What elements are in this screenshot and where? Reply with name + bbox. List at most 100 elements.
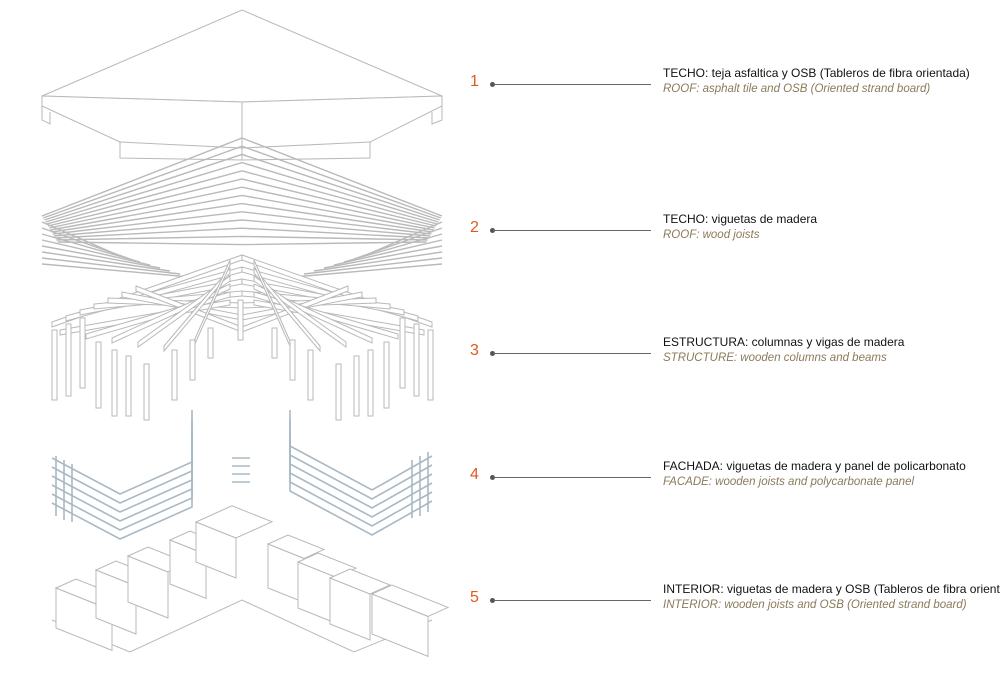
joist-line — [50, 194, 434, 231]
leader-dot — [490, 351, 495, 356]
joist-line — [45, 161, 439, 223]
callout-layer-4: 4 FACHADA: viguetas de madera y panel de… — [470, 459, 990, 499]
joist-line — [41, 257, 181, 275]
column — [271, 327, 278, 359]
facade-slat — [289, 455, 433, 536]
interior-block — [296, 552, 358, 578]
callout-layer-3: 3 ESTRUCTURA: columnas y vigas de madera… — [470, 335, 990, 375]
interior-blocks — [51, 505, 450, 658]
leader-dot — [490, 475, 495, 480]
joist-line — [293, 263, 443, 278]
layer-number: 2 — [470, 219, 479, 236]
joist-line — [56, 235, 428, 241]
callout-layer-1: 1 TECHO: teja asfaltica y OSB (Tableros … — [470, 66, 990, 106]
column — [95, 341, 102, 409]
joist-line — [41, 251, 171, 272]
facade-slat — [51, 410, 193, 495]
leader-dot — [490, 228, 495, 233]
column — [51, 329, 58, 401]
column — [111, 349, 118, 417]
column — [427, 329, 434, 401]
layer-number: 4 — [470, 466, 479, 483]
joist-line — [52, 211, 432, 235]
column — [237, 299, 244, 341]
interior-block — [328, 568, 392, 595]
layer-number: 5 — [470, 589, 479, 606]
joist-line — [44, 153, 440, 221]
facade-slat — [51, 419, 193, 504]
facade-slat — [289, 419, 433, 500]
label-english: ROOF: wood joists — [663, 229, 760, 241]
joist-line — [41, 239, 151, 266]
leader-dot — [490, 82, 495, 87]
joist-line — [55, 227, 429, 239]
joist-line — [51, 202, 433, 233]
joist-line — [343, 233, 443, 263]
joist-line — [53, 219, 431, 237]
column — [353, 355, 360, 417]
joist-line — [57, 241, 427, 246]
label-spanish: ESTRUCTURA: columnas y vigas de madera — [663, 335, 905, 349]
joist-line — [42, 145, 442, 219]
column — [143, 363, 150, 421]
joist-line — [323, 245, 443, 269]
structure-frame — [51, 254, 434, 421]
exploded-axonometric-drawing — [41, 9, 450, 658]
joist-line — [41, 245, 161, 269]
roof-joists — [41, 137, 443, 278]
column — [289, 339, 296, 381]
column — [413, 323, 420, 397]
interior-block — [370, 584, 450, 617]
label-english: FACADE: wooden joists and polycarbonate … — [663, 476, 915, 488]
column — [79, 317, 86, 389]
joist-line — [41, 227, 131, 260]
leader-line — [493, 84, 651, 85]
beam — [163, 266, 231, 353]
column — [125, 355, 132, 417]
leader-line — [493, 353, 651, 354]
layer-number: 1 — [470, 73, 479, 90]
label-spanish: TECHO: teja asfaltica y OSB (Tableros de… — [663, 66, 970, 80]
beam — [253, 266, 321, 353]
label-english: STRUCTURE: wooden columns and beams — [663, 352, 887, 364]
beam — [137, 275, 231, 348]
facade-slat — [289, 410, 433, 491]
column — [399, 317, 406, 389]
joist-line — [49, 186, 435, 229]
column — [189, 339, 196, 381]
joist-line — [41, 233, 141, 263]
joist-line — [46, 170, 438, 225]
column — [65, 323, 72, 397]
joist-line — [303, 257, 443, 275]
facade-slat — [51, 455, 193, 540]
callout-layer-2: 2 TECHO: viguetas de madera ROOF: wood j… — [470, 212, 990, 252]
layer-number: 3 — [470, 342, 479, 359]
joist-line — [41, 137, 443, 217]
beam — [253, 275, 347, 348]
label-spanish: TECHO: viguetas de madera — [663, 212, 818, 226]
joist-line — [41, 263, 191, 278]
column — [307, 349, 314, 401]
leader-dot — [490, 598, 495, 603]
label-english: INTERIOR: wooden joists and OSB (Oriente… — [663, 599, 967, 611]
column — [171, 349, 178, 401]
interior-block — [194, 505, 274, 539]
facade-panels — [51, 410, 433, 540]
label-english: ROOF: asphalt tile and OSB (Oriented str… — [663, 83, 931, 95]
joist-line — [333, 239, 443, 266]
column — [367, 349, 374, 417]
joist-line — [313, 251, 443, 272]
joist-line — [47, 178, 437, 227]
label-spanish: INTERIOR: viguetas de madera y OSB (Tabl… — [663, 582, 1000, 596]
leader-line — [493, 600, 651, 601]
column — [335, 363, 342, 421]
column — [383, 341, 390, 409]
interior-block — [266, 534, 326, 559]
leader-line — [493, 230, 651, 231]
joist-line — [353, 227, 443, 260]
label-spanish: FACHADA: viguetas de madera y panel de p… — [663, 459, 966, 473]
roof-slab — [41, 9, 443, 161]
callout-layer-5: 5 INTERIOR: viguetas de madera y OSB (Ta… — [470, 582, 1000, 622]
column — [207, 327, 214, 359]
leader-line — [493, 477, 651, 478]
